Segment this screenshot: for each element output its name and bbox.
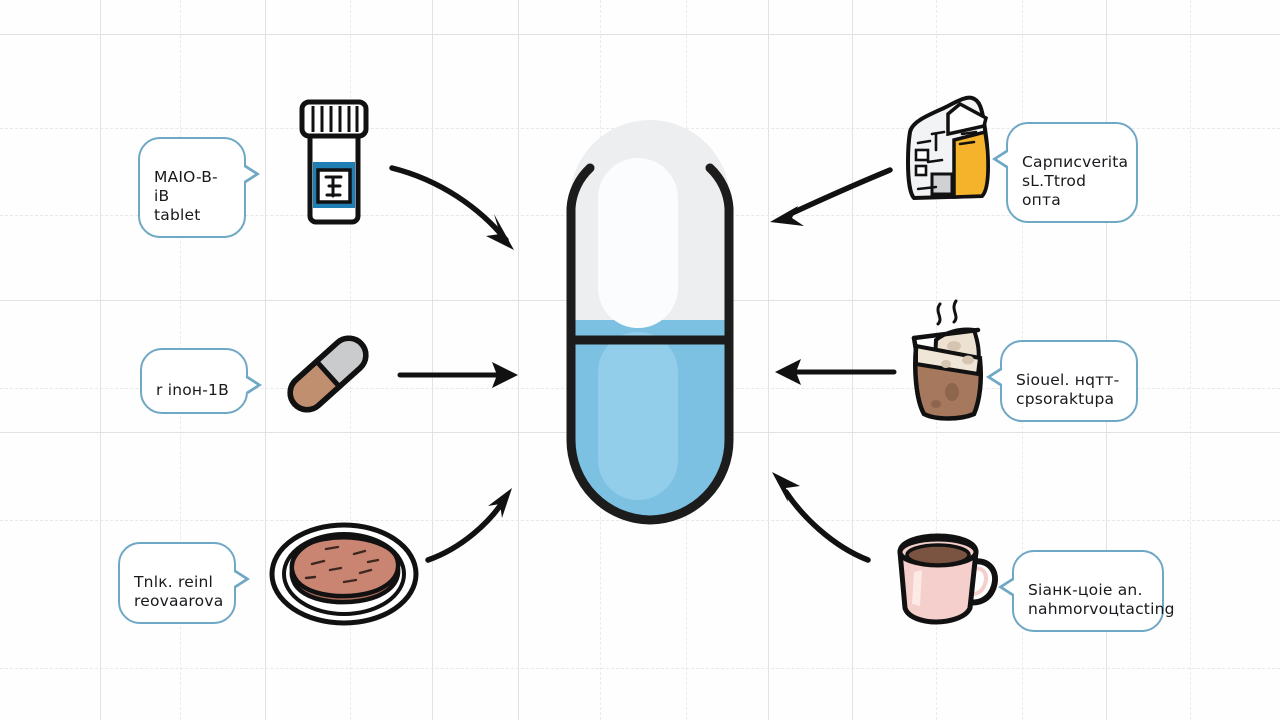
grid-line-vertical — [768, 0, 769, 720]
arrow-appliance-to-capsule — [770, 167, 893, 226]
capsule-pill-icon — [278, 330, 378, 418]
arrow-coffee-to-capsule — [772, 472, 871, 563]
coffee-mug-icon — [890, 528, 1004, 626]
grid-line-vertical — [852, 0, 853, 720]
plate-of-food-icon — [268, 518, 420, 626]
appliance-box-icon — [898, 88, 1004, 206]
label-bubble-appliance[interactable]: Сapписverita sL.Ttrod опта — [992, 122, 1138, 223]
label-bubble-food-text: Tnlк. reinl reovaarova — [134, 572, 224, 610]
label-bubble-hotdrink-text: Siouel. нqтт- cpsoraktupa — [1016, 370, 1120, 408]
label-bubble-hotdrink[interactable]: Siouel. нqтт- cpsoraktupa — [986, 340, 1138, 422]
arrow-hotdrink-to-capsule — [775, 359, 897, 385]
label-bubble-coffee-text: Siaнк-цoie an. nahmorvoцtacting — [1028, 580, 1175, 618]
grid-line-vertical — [265, 0, 266, 720]
grid-line-horizontal — [0, 34, 1280, 35]
grid-line-vertical — [432, 0, 433, 720]
steaming-cup-icon — [898, 296, 1006, 428]
arrow-food-to-capsule — [425, 488, 512, 563]
arrow-bottle-to-capsule — [389, 165, 514, 250]
capsule-icon — [560, 110, 740, 530]
label-bubble-pill[interactable]: r inoн-1B — [140, 348, 262, 414]
grid-line-horizontal — [0, 668, 1280, 669]
label-bubble-pill-text: r inoн-1B — [156, 380, 229, 399]
grid-line-vertical — [100, 0, 101, 720]
grid-line-vertical — [1190, 0, 1191, 720]
label-bubble-coffee[interactable]: Siaнк-цoie an. nahmorvoцtacting — [998, 550, 1174, 632]
label-bubble-bottle-text: MAIO-B-iB tablet — [154, 167, 218, 224]
label-bubble-food[interactable]: Tnlк. reinl reovaarova — [118, 542, 250, 624]
grid-line-vertical — [518, 0, 519, 720]
label-bubble-bottle[interactable]: MAIO-B-iB tablet — [138, 137, 260, 238]
medicine-bottle-icon — [288, 98, 380, 228]
arrow-pill-to-capsule — [397, 362, 518, 388]
label-bubble-appliance-text: Сapписverita sL.Ttrod опта — [1022, 152, 1129, 209]
